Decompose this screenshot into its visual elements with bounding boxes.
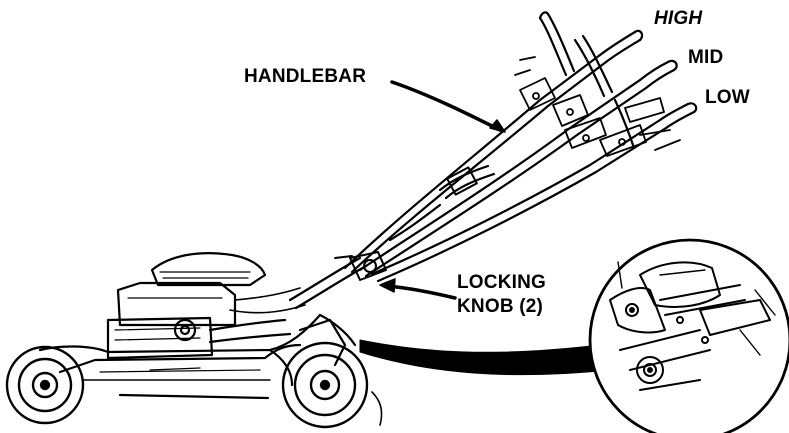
handlebar-high <box>343 11 644 274</box>
rear-wheel <box>281 341 369 429</box>
label-locking-knob-line2: KNOB (2) <box>457 296 544 317</box>
lower-handlebar <box>288 164 496 310</box>
label-handlebar: HANDLEBAR <box>244 66 367 87</box>
locking-knob-pointer-arrow <box>379 278 457 300</box>
front-wheel <box>5 345 85 425</box>
mower-deck <box>38 313 383 426</box>
detail-inset <box>588 238 789 433</box>
label-low: LOW <box>705 87 750 108</box>
detail-callout-wedge <box>359 339 611 376</box>
label-locking-knob-line1: LOCKING <box>457 272 547 293</box>
engine <box>106 252 306 360</box>
handlebar-mid <box>358 34 678 278</box>
handlebar-pointer-arrow <box>390 80 506 133</box>
label-locking-knob: LOCKING KNOB (2) <box>457 271 546 319</box>
handlebar-brackets <box>514 56 681 157</box>
label-high: HIGH <box>654 8 703 29</box>
handlebar-low <box>370 98 698 283</box>
label-mid: MID <box>688 47 724 68</box>
handlebar-positions <box>343 11 698 283</box>
locking-knob <box>334 251 387 281</box>
